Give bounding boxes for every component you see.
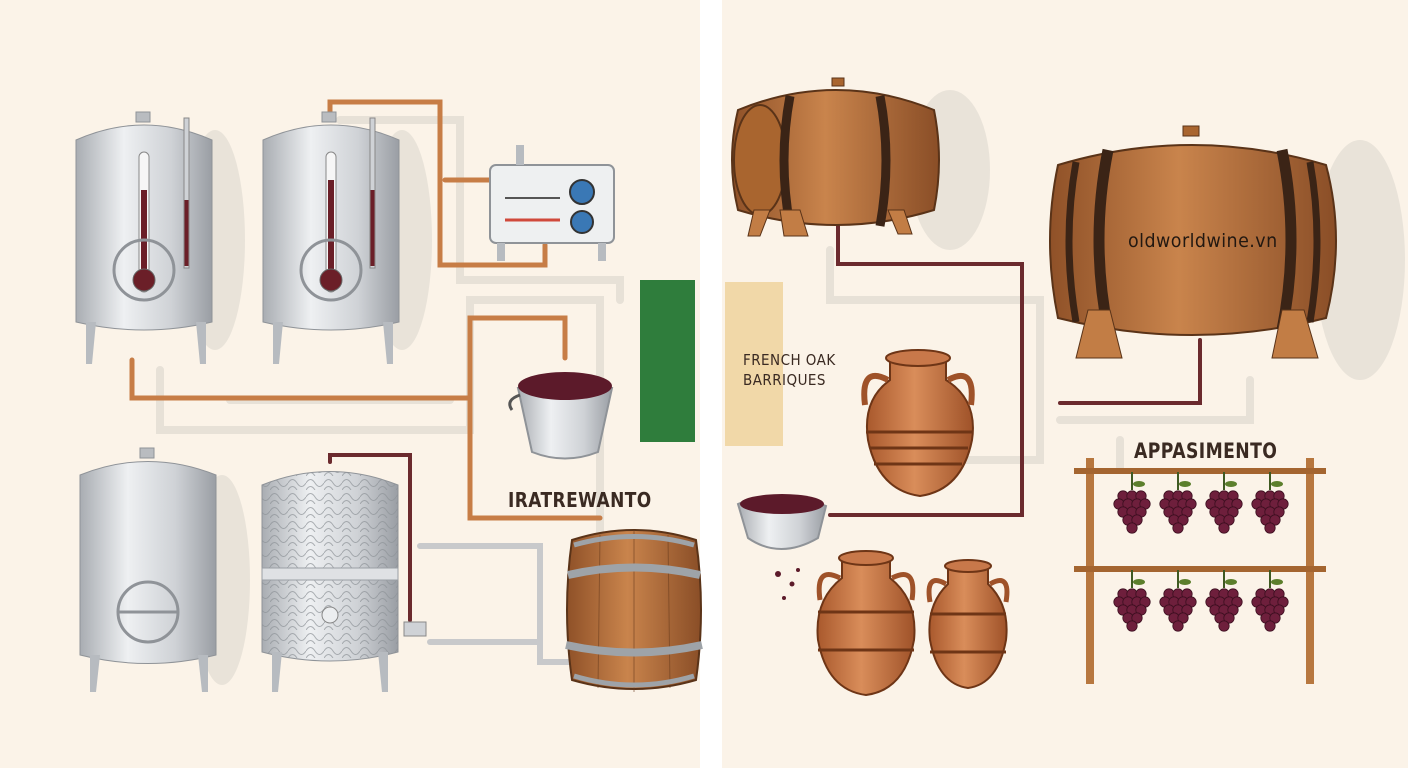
control-panel <box>489 145 615 261</box>
grape-bunch-icon <box>1205 472 1243 534</box>
green-panel <box>640 280 695 442</box>
tan-panel <box>725 282 783 446</box>
wine-pipes <box>328 220 1202 622</box>
oak-barrel-large <box>1049 125 1405 380</box>
appassimento-rack <box>1074 458 1326 684</box>
french-oak-label-line-1: FRENCH OAK <box>743 351 836 369</box>
french-oak-label-line-2: BARRIQUES <box>743 371 826 389</box>
oak-barrel-small <box>565 529 703 692</box>
steel-tank-3 <box>79 447 250 692</box>
center-divider <box>700 0 722 768</box>
steel-tank-1 <box>75 111 245 364</box>
grape-bunch-icon <box>1251 570 1289 632</box>
grape-bunch-icon <box>1159 570 1197 632</box>
copper-pipes <box>129 99 603 521</box>
oak-barrel-top <box>731 77 990 250</box>
amphora-3 <box>926 559 1010 690</box>
jacketed-steel-tank <box>261 471 427 692</box>
pouring-pan <box>736 494 828 600</box>
grape-bunch-icon <box>1113 570 1151 632</box>
steel-tank-2 <box>262 111 432 364</box>
grape-bunch-icon <box>1205 570 1243 632</box>
watermark-text: oldworldwine.vn <box>1128 230 1278 252</box>
must-bucket <box>508 372 614 460</box>
amphora-1 <box>861 349 975 498</box>
appassimento-label: APPASIMENTO <box>1134 439 1278 463</box>
amphora-2 <box>816 550 916 697</box>
grape-bunch-icon <box>1159 472 1197 534</box>
grape-bunch-icon <box>1251 472 1289 534</box>
grey-pipes <box>417 543 578 665</box>
french-oak-label: FRENCH OAK BARRIQUES <box>743 350 836 390</box>
grape-bunch-icon <box>1113 472 1151 534</box>
fermentation-label: IRATREWANTO <box>508 488 652 512</box>
grape-bunches <box>1113 472 1289 632</box>
